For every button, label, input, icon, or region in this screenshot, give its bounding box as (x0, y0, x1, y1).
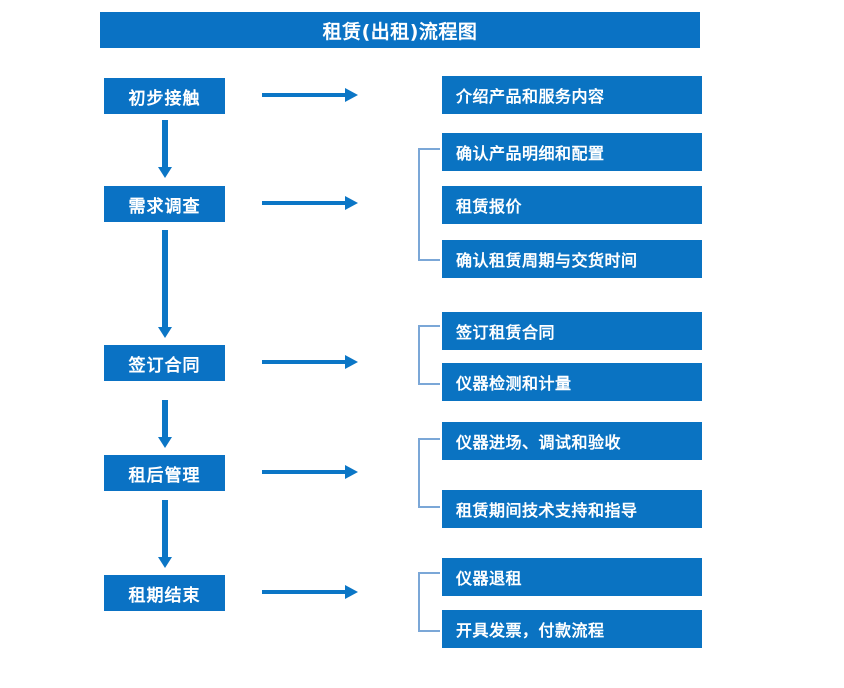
arrow-head-icon (345, 585, 358, 599)
arrow-shaft (262, 360, 346, 364)
task-box-2-2[interactable]: 租赁报价 (442, 186, 702, 224)
task-box-1-1[interactable]: 介绍产品和服务内容 (442, 76, 702, 114)
stage-box-2[interactable]: 需求调查 (104, 186, 225, 222)
arrow-right-stage-5 (262, 585, 358, 599)
arrow-head-icon (158, 557, 172, 568)
page-title: 租赁(出租)流程图 (100, 12, 700, 48)
stage-box-3[interactable]: 签订合同 (104, 345, 225, 381)
task-box-3-1[interactable]: 签订租赁合同 (442, 312, 702, 350)
stage-box-4[interactable]: 租后管理 (104, 455, 225, 491)
arrow-head-icon (345, 196, 358, 210)
arrow-head-icon (345, 355, 358, 369)
task-box-4-2[interactable]: 租赁期间技术支持和指导 (442, 490, 702, 528)
arrow-shaft (262, 93, 346, 97)
task-box-2-1[interactable]: 确认产品明细和配置 (442, 133, 702, 171)
arrow-right-stage-2 (262, 196, 358, 210)
arrow-head-icon (158, 327, 172, 338)
arrow-down-stage-4-to-5 (158, 500, 172, 568)
arrow-right-stage-3 (262, 355, 358, 369)
arrow-shaft (162, 400, 168, 437)
arrow-shaft (262, 590, 346, 594)
group-bracket-2 (418, 148, 440, 261)
task-box-3-2[interactable]: 仪器检测和计量 (442, 363, 702, 401)
arrow-shaft (262, 201, 346, 205)
group-bracket-3 (418, 325, 440, 385)
arrow-head-icon (345, 465, 358, 479)
arrow-head-icon (158, 167, 172, 178)
group-bracket-5 (418, 572, 440, 632)
arrow-head-icon (158, 437, 172, 448)
arrow-right-stage-4 (262, 465, 358, 479)
task-box-5-1[interactable]: 仪器退租 (442, 558, 702, 596)
stage-box-5[interactable]: 租期结束 (104, 575, 225, 611)
arrow-down-stage-1-to-2 (158, 120, 172, 178)
task-box-5-2[interactable]: 开具发票，付款流程 (442, 610, 702, 648)
arrow-shaft (162, 500, 168, 557)
arrow-shaft (162, 120, 168, 167)
task-box-4-1[interactable]: 仪器进场、调试和验收 (442, 422, 702, 460)
group-bracket-4 (418, 438, 440, 508)
arrow-down-stage-2-to-3 (158, 230, 172, 338)
stage-box-1[interactable]: 初步接触 (104, 78, 225, 114)
arrow-down-stage-3-to-4 (158, 400, 172, 448)
arrow-right-stage-1 (262, 88, 358, 102)
task-box-2-3[interactable]: 确认租赁周期与交货时间 (442, 240, 702, 278)
arrow-head-icon (345, 88, 358, 102)
arrow-shaft (262, 470, 346, 474)
arrow-shaft (162, 230, 168, 327)
